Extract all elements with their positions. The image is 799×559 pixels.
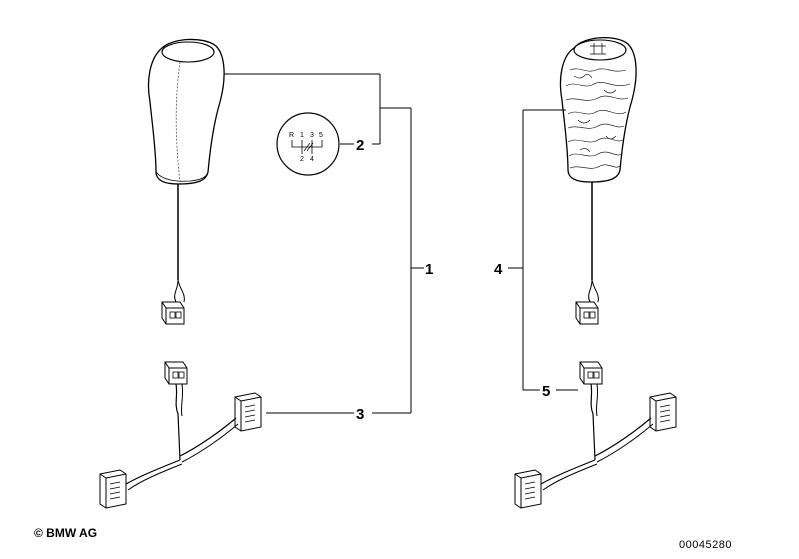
leader-lines-left xyxy=(224,73,424,414)
harness-wire-right-c xyxy=(594,417,652,457)
harness-wire-right-f xyxy=(542,463,598,491)
callout-3: 3 xyxy=(356,406,364,423)
harness-connector-small-left xyxy=(164,361,188,385)
wire-knob-left xyxy=(174,184,185,303)
gear-knob-wood xyxy=(559,37,637,183)
copyright-notice: © BMW AG xyxy=(34,526,98,540)
harness-wire-left-d xyxy=(181,423,239,463)
harness-wire-left-f xyxy=(127,463,183,491)
callout-5: 5 xyxy=(542,383,550,400)
harness-wire-left-b xyxy=(180,383,184,417)
shift-label-5: 5 xyxy=(319,132,323,139)
shift-label-4: 4 xyxy=(310,156,314,163)
shift-label-2: 2 xyxy=(300,156,304,163)
harness-wire-left-e xyxy=(125,459,181,485)
callout-2: 2 xyxy=(356,137,364,154)
harness-wire-right-d xyxy=(596,423,654,463)
harness-wire-left-a xyxy=(175,383,181,461)
harness-wire-right-e xyxy=(540,459,596,485)
shift-label-1: 1 xyxy=(300,132,304,139)
shift-pattern-badge: R 1 3 5 2 4 xyxy=(276,112,340,176)
harness-wire-right-b xyxy=(595,383,599,417)
wire-knob-right xyxy=(588,182,599,303)
leader-lines-right xyxy=(508,109,578,391)
diagram-number: 00045280 xyxy=(679,539,732,551)
shift-label-3: 3 xyxy=(310,132,314,139)
plug-connector-left-upper xyxy=(161,301,185,325)
harness-wire-right-a xyxy=(590,383,596,461)
harness-connector-large-left xyxy=(234,392,262,432)
callout-4: 4 xyxy=(494,261,503,278)
harness-connector-end-right xyxy=(514,469,542,509)
harness-connector-end-left xyxy=(99,469,127,509)
harness-connector-large-right xyxy=(649,392,677,432)
harness-wire-left-c xyxy=(179,417,237,457)
callout-1: 1 xyxy=(425,261,433,278)
harness-connector-small-right xyxy=(579,361,603,385)
shift-label-r: R xyxy=(289,132,294,139)
plug-connector-right-upper xyxy=(575,301,599,325)
gear-knob-leather xyxy=(147,38,225,185)
